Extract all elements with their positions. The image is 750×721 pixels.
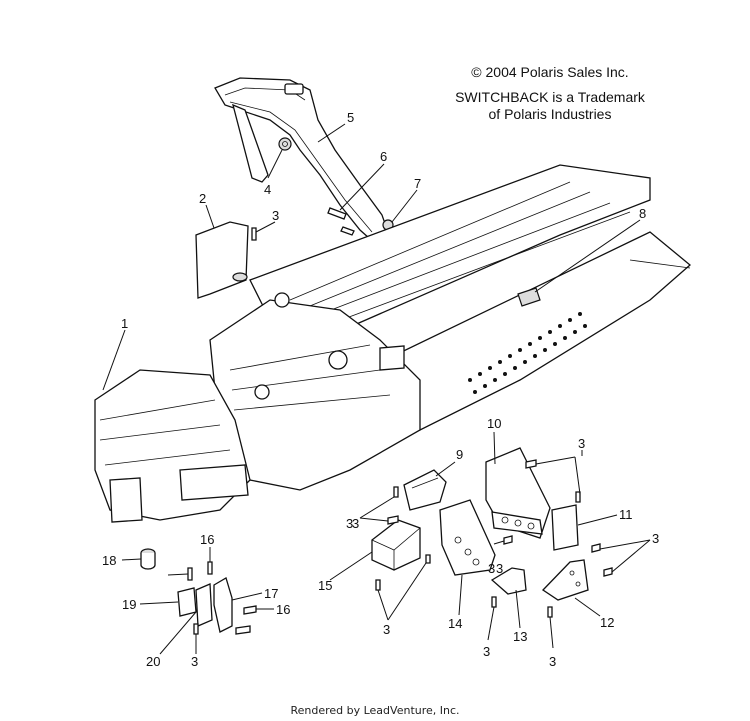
bracket-part-2 [195, 221, 249, 299]
callout-14: 14 [448, 616, 462, 631]
bracket-part-13 [490, 567, 527, 595]
callout-17: 17 [264, 586, 278, 601]
chassis-tunnel [94, 164, 692, 523]
callout-3-i: 3 [191, 654, 198, 669]
callout-3-a: 3 [272, 208, 279, 223]
plate-part-11 [551, 504, 579, 551]
steering-support-part [214, 77, 391, 247]
callout-2: 2 [199, 191, 206, 206]
callout-13: 13 [513, 629, 527, 644]
cover-part-10 [485, 447, 551, 539]
trademark-line-1: SWITCHBACK is a Trademark [455, 89, 645, 105]
callout-3-e: 3 [346, 516, 353, 531]
callout-3-b: 3 [578, 436, 585, 451]
callout-9: 9 [456, 447, 463, 462]
callout-3-k: 3 [352, 516, 359, 531]
callout-5: 5 [347, 110, 354, 125]
trademark-line-2: of Polaris Industries [488, 106, 612, 122]
bracket-part-14 [439, 499, 496, 576]
leader-lines [102, 123, 651, 655]
callout-16-b: 16 [276, 602, 290, 617]
trademark-text: SWITCHBACK is a Trademark of Polaris Ind… [450, 89, 650, 123]
callout-18: 18 [102, 553, 116, 568]
bracket-part-19 [177, 587, 197, 617]
callout-19: 19 [122, 597, 136, 612]
spacer-part-18 [140, 548, 156, 570]
callout-1: 1 [121, 316, 128, 331]
callout-15: 15 [318, 578, 332, 593]
callout-3-f: 3 [383, 622, 390, 637]
callout-12: 12 [600, 615, 614, 630]
block-part-15 [371, 519, 421, 571]
nut-part-4 [278, 137, 292, 151]
callout-10: 10 [487, 416, 501, 431]
footer-credit: Rendered by LeadVenture, Inc. [290, 704, 460, 717]
callout-8: 8 [639, 206, 646, 221]
callout-3-d: 3 [488, 561, 495, 576]
callout-16-a: 16 [200, 532, 214, 547]
callout-3-c: 3 [652, 531, 659, 546]
grommet-part-8 [517, 287, 541, 307]
bolt-part-6 [327, 207, 355, 236]
screw-part-3a [251, 227, 257, 241]
callout-3-h: 3 [549, 654, 556, 669]
callout-3-g: 3 [483, 644, 490, 659]
bracket-part-9 [403, 469, 447, 511]
callout-3-j: 3 [496, 561, 503, 576]
callout-labels: 1 2 3 3 3 3 3 3 3 3 3 3 3 4 5 6 7 8 9 10… [102, 110, 659, 669]
tunnel-vent-holes [468, 312, 587, 394]
copyright-text: © 2004 Polaris Sales Inc. [471, 64, 629, 80]
callout-7: 7 [414, 176, 421, 191]
bracket-part-12 [541, 559, 589, 601]
fasteners [187, 459, 613, 635]
callout-11: 11 [619, 507, 633, 522]
callout-6: 6 [380, 149, 387, 164]
bracket-part-20 [195, 583, 213, 627]
callout-20: 20 [146, 654, 160, 669]
callout-4: 4 [264, 182, 271, 197]
bracket-part-17 [213, 577, 233, 633]
